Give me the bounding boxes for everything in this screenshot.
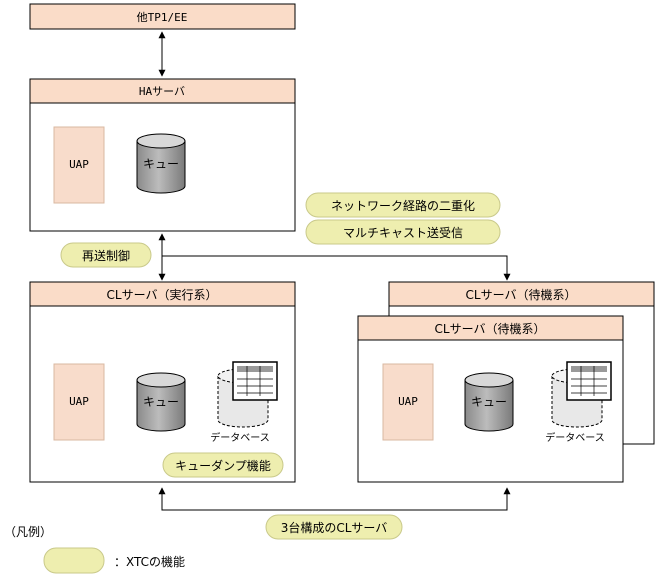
cl-server-standby-front-box: CLサーバ（待機系） UAP キュー データベース xyxy=(357,315,624,483)
ha-server-box: HAサーバ UAP キュー xyxy=(29,78,296,232)
other-tp1-ee-box: 他TP1/EE xyxy=(29,3,296,30)
legend-heading: （凡例） xyxy=(4,525,52,539)
cl-standby-uap-label: UAP xyxy=(398,395,418,408)
pill-network-dup: ネットワーク経路の二重化 xyxy=(305,192,501,218)
cl-cl-connection xyxy=(158,487,511,511)
cl-standby-queue-label: キュー xyxy=(471,395,507,409)
pill-multicast: マルチキャスト送受信 xyxy=(305,219,501,245)
cl-server-active-box: CLサーバ（実行系） UAP キュー データベース キューダンプ機能 xyxy=(29,281,296,483)
network-dup-label: ネットワーク経路の二重化 xyxy=(331,198,475,213)
ha-uap-label: UAP xyxy=(69,158,89,171)
cl-active-db-label: データベース xyxy=(210,431,270,444)
pill-resend: 再送制御 xyxy=(60,242,152,268)
pill-queue-dump: キューダンプ機能 xyxy=(162,452,284,478)
cl-standby-queue-cylinder: キュー xyxy=(464,372,514,432)
queue-dump-label: キューダンプ機能 xyxy=(175,458,271,473)
cl-standby-db-label: データベース xyxy=(545,431,605,444)
cl-active-queue-cylinder: キュー xyxy=(136,372,186,432)
other-tp1-ee-label: 他TP1/EE xyxy=(137,11,188,24)
cl-standby-back-title: CLサーバ（待機系） xyxy=(466,287,577,302)
legend: （凡例） ：XTCの機能 xyxy=(4,525,185,574)
multicast-label: マルチキャスト送受信 xyxy=(343,225,463,240)
cl-active-queue-label: キュー xyxy=(143,395,179,409)
resend-label: 再送制御 xyxy=(82,248,130,263)
ha-queue-cylinder: キュー xyxy=(136,133,186,194)
legend-xtc-label: ：XTCの機能 xyxy=(114,554,185,569)
cl-active-database-icon: データベース xyxy=(210,361,278,444)
ha-cl-connections xyxy=(158,233,511,281)
ha-uap-box xyxy=(53,126,105,204)
ha-queue-label: キュー xyxy=(143,157,179,171)
cl-active-title: CLサーバ（実行系） xyxy=(107,287,218,302)
cl-active-uap-box xyxy=(53,363,105,441)
cl-active-uap-label: UAP xyxy=(69,395,89,408)
pill-three-cl: 3台構成のCLサーバ xyxy=(265,514,403,540)
cl-standby-uap-box xyxy=(382,363,434,441)
cl-standby-front-title: CLサーバ（待機系） xyxy=(435,321,546,336)
three-cl-label: 3台構成のCLサーバ xyxy=(281,520,388,535)
cl-standby-database-icon: データベース xyxy=(545,361,612,444)
ha-server-title: HAサーバ xyxy=(139,85,185,98)
legend-pill-sample xyxy=(43,547,105,574)
